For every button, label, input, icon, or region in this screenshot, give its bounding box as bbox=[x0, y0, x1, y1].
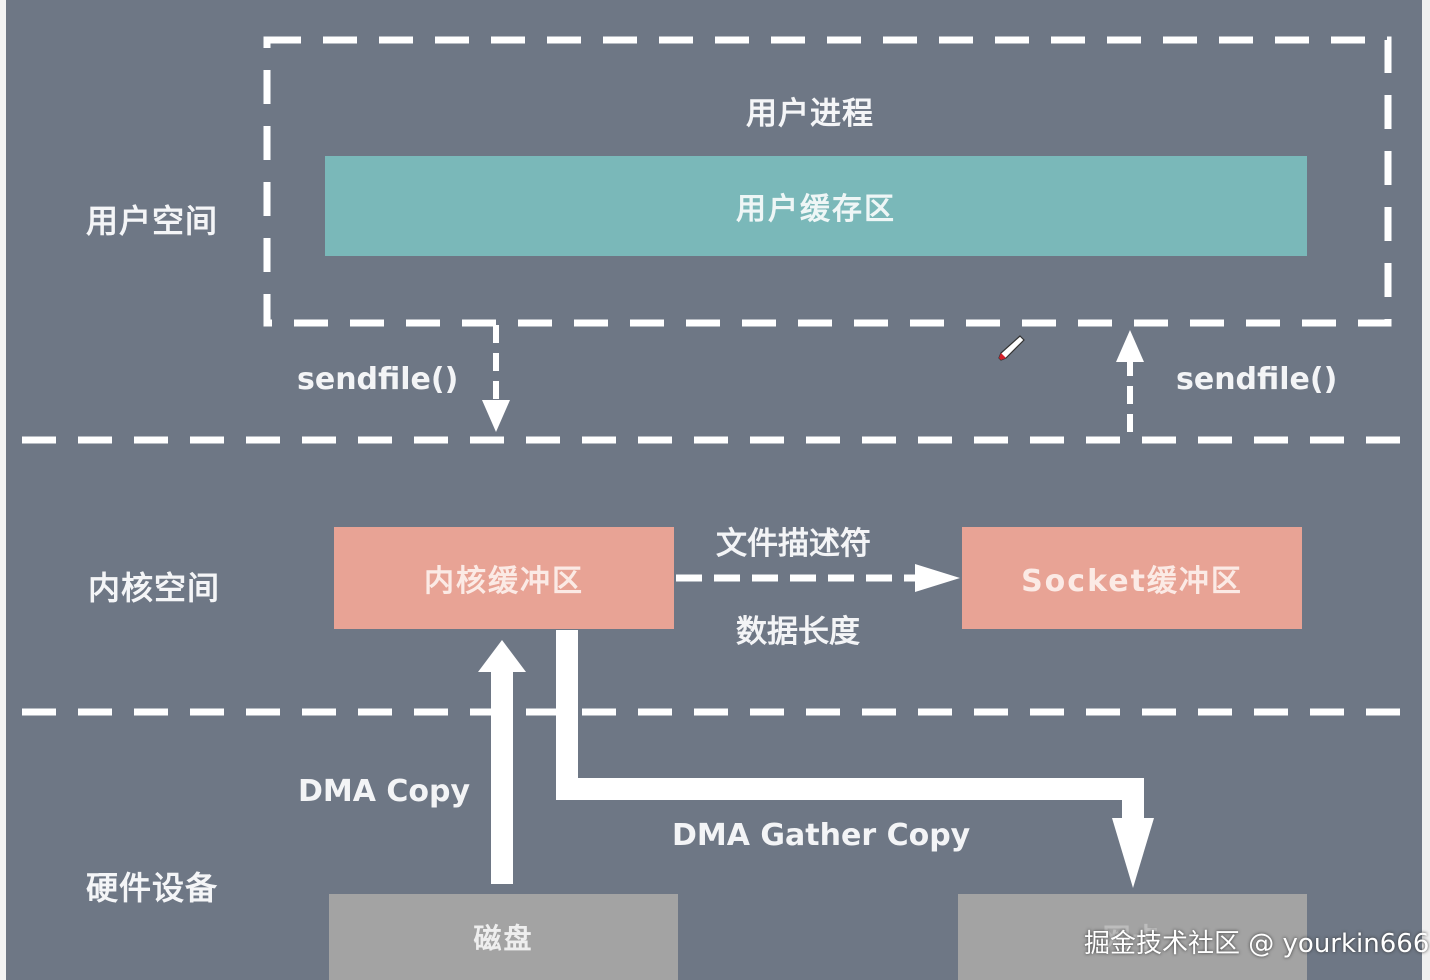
dma-gather-copy-label: DMA Gather Copy bbox=[672, 818, 971, 853]
nic-label: 网卡 bbox=[1102, 922, 1163, 955]
kernel-space-label: 内核空间 bbox=[88, 569, 221, 607]
sendfile-down-arrowhead bbox=[482, 400, 510, 432]
sendfile-right-label: sendfile() bbox=[1176, 362, 1338, 397]
data-length-label: 数据长度 bbox=[736, 614, 860, 650]
file-descriptor-label: 文件描述符 bbox=[716, 526, 871, 562]
kernel-buffer-label: 内核缓冲区 bbox=[424, 564, 584, 599]
sendfile-up-arrowhead bbox=[1116, 330, 1144, 362]
dma-gather-arrowhead bbox=[1112, 818, 1154, 888]
user-buffer-label: 用户缓存区 bbox=[736, 192, 896, 227]
user-process-title: 用户进程 bbox=[746, 96, 874, 132]
socket-buffer-label: Socket缓冲区 bbox=[1021, 564, 1243, 599]
right-border bbox=[1422, 0, 1430, 980]
socket-buffer-box: Socket缓冲区 bbox=[962, 527, 1302, 629]
pen-cursor-icon bbox=[996, 333, 1026, 363]
user-space-label: 用户空间 bbox=[86, 202, 219, 240]
watermark: 掘金技术社区 @ yourkin666 bbox=[1084, 929, 1430, 959]
user-buffer-box: 用户缓存区 bbox=[325, 156, 1307, 256]
nic-box: 网卡 bbox=[958, 894, 1307, 980]
left-border bbox=[0, 0, 6, 980]
dma-copy-label: DMA Copy bbox=[298, 774, 471, 809]
hardware-label: 硬件设备 bbox=[86, 869, 219, 907]
disk-box: 磁盘 bbox=[329, 894, 678, 980]
disk-label: 磁盘 bbox=[473, 922, 534, 955]
dma-gather-path bbox=[556, 630, 1144, 820]
fd-arrowhead bbox=[915, 564, 960, 592]
kernel-buffer-box: 内核缓冲区 bbox=[334, 527, 674, 629]
dma-copy-arrowhead bbox=[478, 640, 526, 672]
sendfile-left-label: sendfile() bbox=[297, 362, 459, 397]
dma-copy-shaft bbox=[491, 670, 513, 884]
user-process-boundary bbox=[263, 36, 1392, 327]
